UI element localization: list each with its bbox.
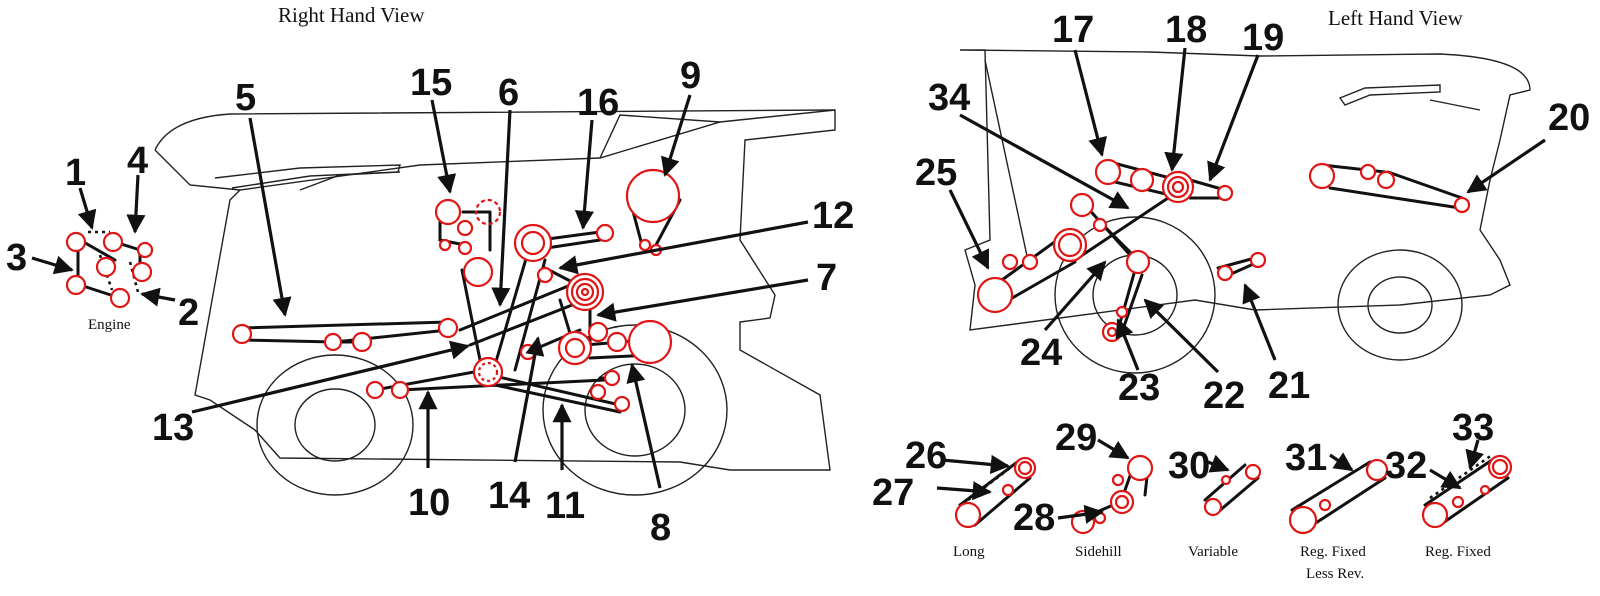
callout-6: 6 [498,72,519,114]
callout-9: 9 [680,55,701,97]
callout-21: 21 [1268,365,1310,407]
callout-4: 4 [127,140,148,182]
callout-14: 14 [488,475,530,517]
variable-belt-diagram [1203,463,1262,517]
caption-variable: Variable [1188,544,1238,560]
callout-1: 1 [65,152,86,194]
caption-sidehill: Sidehill [1075,544,1122,560]
left-view-sheaves [976,158,1471,343]
callout-11: 11 [545,485,585,527]
callout-19: 19 [1242,17,1284,59]
left-front-wheel [1054,216,1216,374]
callout-5: 5 [235,77,256,119]
right-front-wheel [542,324,728,496]
caption-long: Long [953,544,985,560]
callout-numbers: 1 4 3 2 5 15 6 16 9 12 7 13 10 14 11 8 1… [6,9,1590,549]
left-combine-outline [959,49,1531,374]
callout-17: 17 [1052,9,1094,51]
engine-label: Engine [88,317,131,333]
callout-26: 26 [905,435,947,477]
caption-reg-fixed-less-rev-line1: Reg. Fixed [1300,544,1366,560]
callout-12: 12 [812,195,854,237]
right-rear-wheel [256,354,414,496]
reg-fixed-less-rev-belt-diagram [1288,458,1389,535]
callout-22: 22 [1203,375,1245,417]
caption-reg-fixed: Reg. Fixed [1425,544,1491,560]
callout-13: 13 [152,407,194,449]
callout-16: 16 [577,82,619,124]
callout-15: 15 [410,62,452,104]
left-rear-wheel [1337,249,1463,361]
right-hand-view-title: Right Hand View [278,3,425,27]
long-belt-diagram [954,456,1037,529]
callout-34: 34 [928,77,970,119]
callout-10: 10 [408,482,450,524]
right-view-sheaves [231,168,681,413]
callout-29: 29 [1055,417,1097,459]
callout-2: 2 [178,292,199,334]
callout-8: 8 [650,507,671,549]
callout-31: 31 [1285,437,1327,479]
sidehill-belt-diagram [1070,454,1154,535]
callout-3: 3 [6,237,27,279]
callout-23: 23 [1118,367,1160,409]
callout-32: 32 [1385,445,1427,487]
callout-7: 7 [816,257,837,299]
engine-drive-belts [65,230,154,309]
callout-20: 20 [1548,97,1590,139]
callout-27: 27 [872,472,914,514]
reg-fixed-belt-diagram [1421,453,1513,529]
left-hand-view-title: Left Hand View [1328,6,1464,30]
right-combine-outline [154,109,836,496]
callout-33: 33 [1452,407,1494,449]
caption-reg-fixed-less-rev-line2: Less Rev. [1306,566,1364,582]
callout-30: 30 [1168,445,1210,487]
callout-18: 18 [1165,9,1207,51]
callout-28: 28 [1013,497,1055,539]
callout-24: 24 [1020,332,1062,374]
callout-25: 25 [915,152,957,194]
callout-arrows [31,47,1546,524]
